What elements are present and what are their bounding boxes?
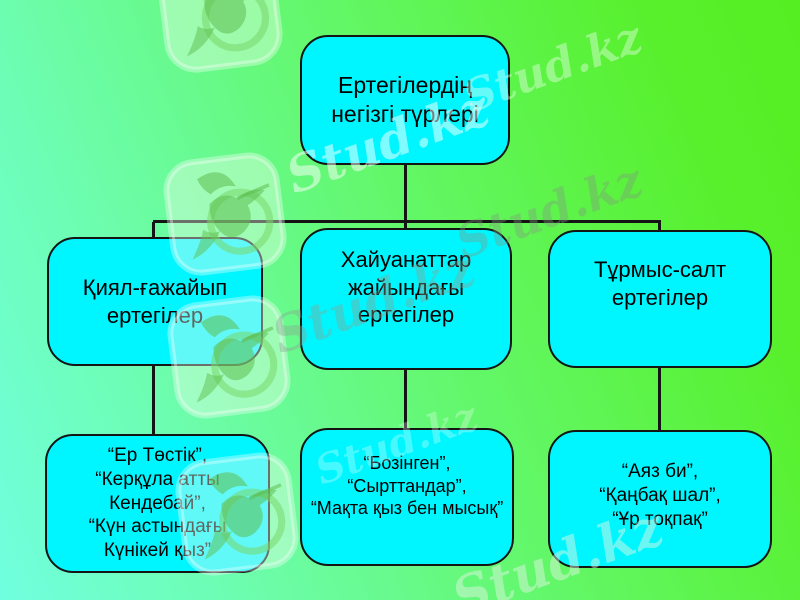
branch-node-label: Хайуанаттар жайындағы ертегілер xyxy=(340,247,472,328)
branch-node-animal-tales: Хайуанаттар жайындағы ертегілер xyxy=(300,228,512,370)
branch-node-label: Қиял-ғажайып ертегілер xyxy=(82,274,228,328)
leaf-node-label: “Бозінген”, “Сырттандар”, “Мақта қыз бен… xyxy=(310,453,504,519)
connector-leaf-right xyxy=(658,366,661,432)
leaf-node-everyday-examples: “Аяз би”, “Қаңбақ шал”, “Ұр тоқпақ” xyxy=(548,430,772,568)
stud-kz-logo-watermark-icon xyxy=(153,0,287,77)
leaf-node-label: “Аяз би”, “Қаңбақ шал”, “Ұр тоқпақ” xyxy=(599,461,721,530)
connector-root-stem xyxy=(404,164,407,223)
connector-hbar xyxy=(153,220,661,223)
connector-drop-right xyxy=(658,222,661,232)
branch-node-label: Тұрмыс-салт ертегілер xyxy=(593,257,727,310)
branch-node-fantasy-tales: Қиял-ғажайып ертегілер xyxy=(47,237,263,366)
connector-drop-left xyxy=(152,222,155,238)
root-node-fairy-tale-types: Ертегілердің негізгі түрлері xyxy=(300,35,510,165)
leaf-node-fantasy-examples: “Ер Төстік”, “Керқұла атты Кендебай”, “К… xyxy=(45,434,270,573)
leaf-node-label: “Ер Төстік”, “Керқұла атты Кендебай”, “К… xyxy=(88,444,227,562)
root-node-label: Ертегілердің негізгі түрлері xyxy=(331,72,479,127)
branch-node-everyday-tales: Тұрмыс-салт ертегілер xyxy=(548,230,772,368)
leaf-node-animal-examples: “Бозінген”, “Сырттандар”, “Мақта қыз бен… xyxy=(300,428,514,566)
connector-leaf-middle xyxy=(404,368,407,430)
connector-drop-middle xyxy=(404,222,407,230)
connector-leaf-left xyxy=(152,364,155,436)
